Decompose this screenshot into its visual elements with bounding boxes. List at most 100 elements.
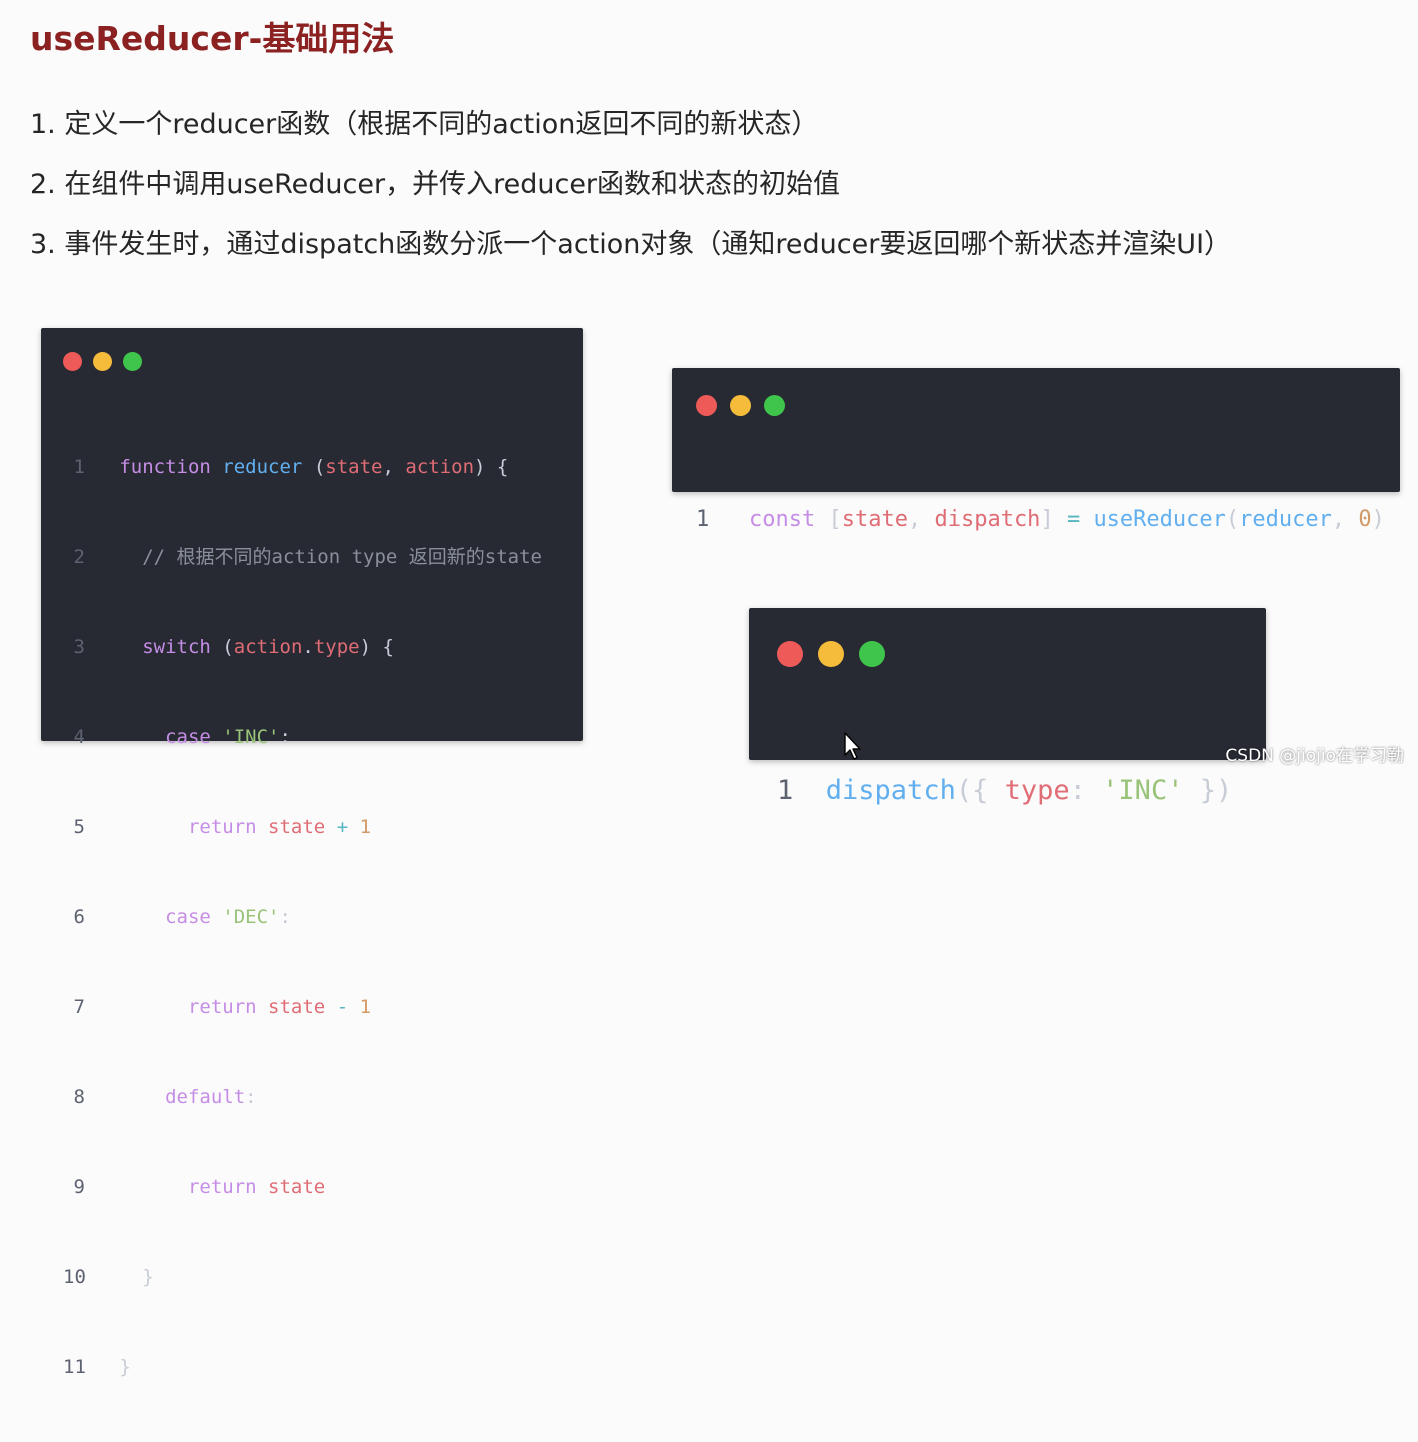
- maximize-dot-icon: [123, 352, 142, 371]
- code-token: 'DEC': [222, 906, 280, 928]
- line-number: 4: [73, 726, 85, 748]
- code-token: 'INC': [1102, 775, 1184, 806]
- close-dot-icon: [63, 352, 82, 371]
- window-controls: [696, 395, 785, 416]
- code-comment: // 根据不同的action type 返回新的state: [142, 546, 542, 568]
- code-token: (: [1225, 507, 1240, 532]
- dispatch-code: 1 dispatch({ type: 'INC' }): [777, 691, 1232, 891]
- code-token: }: [119, 1356, 131, 1378]
- minimize-dot-icon: [818, 641, 844, 667]
- line-number: 1: [73, 456, 85, 478]
- code-line: 8 default:: [63, 1082, 542, 1112]
- code-line: 5 return state + 1: [63, 812, 542, 842]
- code-token: case: [165, 726, 211, 748]
- code-token: useReducer: [1093, 507, 1226, 532]
- code-token: :: [279, 906, 291, 928]
- code-line: 6 case 'DEC':: [63, 902, 542, 932]
- line-number: 5: [73, 816, 85, 838]
- code-token: =: [1066, 507, 1081, 532]
- line-number: 9: [73, 1176, 85, 1198]
- line-number: 1: [696, 507, 710, 532]
- line-number: 7: [73, 996, 85, 1018]
- code-token: }: [142, 1266, 154, 1288]
- window-controls: [777, 641, 885, 667]
- code-token: action: [233, 636, 303, 658]
- maximize-dot-icon: [764, 395, 785, 416]
- code-token: ) {: [474, 456, 509, 478]
- use-reducer-code: 1 const [state, dispatch] = useReducer(r…: [696, 435, 1385, 605]
- code-token: :: [279, 726, 291, 748]
- code-line: 1 dispatch({ type: 'INC' }): [777, 771, 1232, 811]
- code-line: 4 case 'INC':: [63, 722, 542, 752]
- step-3: 3. 事件发生时，通过dispatch函数分派一个action对象（通知redu…: [30, 229, 1232, 260]
- line-number: 11: [63, 1356, 86, 1378]
- minimize-dot-icon: [93, 352, 112, 371]
- close-dot-icon: [777, 641, 803, 667]
- use-reducer-code-window: 1 const [state, dispatch] = useReducer(r…: [672, 368, 1400, 532]
- line-number: 8: [73, 1086, 85, 1108]
- code-token: state: [268, 816, 326, 838]
- watermark: CSDN @jiojio在学习勒: [1225, 746, 1404, 766]
- code-token: state: [841, 507, 908, 532]
- code-token: [: [828, 507, 842, 532]
- code-token: type: [313, 636, 360, 658]
- code-token: :: [245, 1086, 257, 1108]
- page-title: useReducer-基础用法: [30, 19, 395, 58]
- steps-list: 1. 定义一个reducer函数（根据不同的action返回不同的新状态） 2.…: [30, 106, 1231, 286]
- code-token: action: [405, 456, 475, 478]
- code-token: reducer: [1239, 507, 1332, 532]
- code-token: 1: [359, 816, 372, 838]
- code-line: 9 return state: [63, 1172, 542, 1202]
- close-dot-icon: [696, 395, 717, 416]
- reducer-code: 1 function reducer (state, action) { 2 /…: [63, 392, 542, 1442]
- code-token: switch: [142, 636, 211, 658]
- code-token: ({: [955, 775, 989, 806]
- code-line: 7 return state - 1: [63, 992, 542, 1022]
- code-token: state: [268, 1176, 326, 1198]
- minimize-dot-icon: [730, 395, 751, 416]
- line-number: 6: [73, 906, 85, 928]
- step-1: 1. 定义一个reducer函数（根据不同的action返回不同的新状态）: [30, 109, 819, 140]
- code-token: ,: [382, 456, 394, 478]
- code-line: 11 }: [63, 1352, 542, 1382]
- code-token: case: [165, 906, 211, 928]
- window-controls: [63, 352, 142, 371]
- code-token: function: [119, 456, 211, 478]
- code-token: ,: [1331, 507, 1346, 532]
- code-token: +: [336, 816, 349, 838]
- code-token: ]: [1040, 507, 1054, 532]
- line-number: 10: [63, 1266, 86, 1288]
- code-line: 2 // 根据不同的action type 返回新的state: [63, 542, 542, 572]
- code-token: state: [325, 456, 383, 478]
- code-token: ,: [907, 507, 922, 532]
- code-token: 'INC': [222, 726, 280, 748]
- code-token: return: [187, 1176, 257, 1198]
- code-token: (: [313, 456, 326, 478]
- dispatch-code-window: 1 dispatch({ type: 'INC' }): [749, 608, 1266, 806]
- code-token: state: [268, 996, 326, 1018]
- code-token: :: [1069, 775, 1086, 806]
- code-token: }): [1199, 775, 1233, 806]
- line-number: 1: [777, 775, 794, 806]
- code-token: .: [302, 636, 314, 658]
- code-token: reducer: [222, 456, 303, 478]
- code-token: return: [187, 816, 257, 838]
- line-number: 2: [73, 546, 85, 568]
- code-token: (: [222, 636, 234, 658]
- mouse-pointer-icon: [844, 732, 861, 760]
- code-token: default: [165, 1086, 246, 1108]
- code-token: return: [187, 996, 257, 1018]
- code-token: 0: [1358, 507, 1372, 532]
- maximize-dot-icon: [859, 641, 885, 667]
- line-number: 3: [73, 636, 85, 658]
- reducer-code-window: 1 function reducer (state, action) { 2 /…: [41, 328, 583, 1378]
- code-token: type: [1004, 775, 1070, 806]
- code-line: 10 }: [63, 1262, 542, 1292]
- code-token: -: [336, 996, 349, 1018]
- code-line: 1 const [state, dispatch] = useReducer(r…: [696, 503, 1385, 537]
- code-token: dispatch: [934, 507, 1041, 532]
- step-2: 2. 在组件中调用useReducer，并传入reducer函数和状态的初始值: [30, 169, 841, 200]
- code-token: 1: [359, 996, 372, 1018]
- code-token: const: [749, 507, 816, 532]
- code-token: ) {: [359, 636, 394, 658]
